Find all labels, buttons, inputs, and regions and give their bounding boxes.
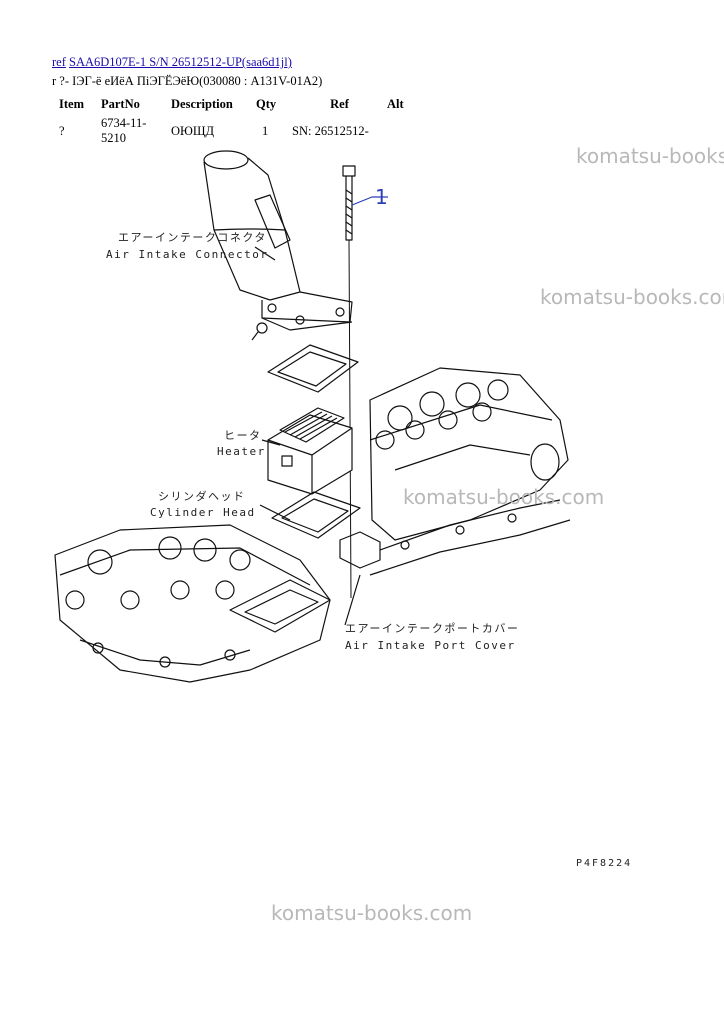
col-description: Description: [171, 96, 233, 111]
breadcrumb-ref-link[interactable]: ref: [52, 55, 66, 69]
cell-qty: 1: [262, 123, 269, 138]
col-ref: Ref: [330, 96, 349, 111]
callout-number: 1: [375, 185, 388, 209]
label-cover-en: Air Intake Port Cover: [345, 639, 516, 652]
col-qty: Qty: [256, 96, 277, 111]
cell-ref: SN: 26512512-: [292, 123, 369, 138]
parts-table: Item PartNo Description Qty Ref Alt ? 67…: [52, 93, 427, 147]
label-heater-en: Heater: [217, 445, 266, 458]
lower-gasket-part: [271, 491, 361, 539]
bolt-part: [342, 165, 356, 599]
col-alt: Alt: [387, 96, 404, 111]
watermark-4: komatsu-books.com: [271, 901, 473, 925]
cell-description: ОЮЩД: [171, 123, 215, 138]
label-cover-jp: エアーインテークポートカバー: [345, 622, 519, 635]
label-head-en: Cylinder Head: [150, 506, 256, 519]
cell-partno: 6734-11-5210: [101, 116, 147, 145]
watermark-2: komatsu-books.com: [540, 285, 724, 309]
right-cylinder-head-part: [369, 367, 569, 541]
cover-leader: [344, 574, 361, 626]
breadcrumb-model-link[interactable]: SAA6D107E-1 S/N 26512512-UP(saa6d1jl): [69, 55, 292, 69]
label-head-jp: シリンダヘッド: [158, 489, 246, 503]
drawing-code: P4F8224: [576, 858, 632, 869]
air-intake-port-cover-part: [339, 499, 571, 576]
heater-part: [267, 407, 353, 495]
table-row[interactable]: ? 6734-11-5210 ОЮЩД 1 SN: 26512512-: [52, 115, 427, 147]
heater-leader: [261, 439, 281, 446]
watermark-1: komatsu-books.com: [576, 144, 724, 168]
head-leader: [259, 504, 291, 521]
col-partno: PartNo: [101, 96, 140, 111]
cell-item: ?: [59, 123, 65, 138]
label-heater-jp: ヒータ: [224, 429, 262, 442]
breadcrumb: ref SAA6D107E-1 S/N 26512512-UP(saa6d1jl…: [52, 55, 292, 70]
page-subtitle: r ?- IЭГ-ё еИёА ПіЭГЁЭёЮ(030080 : A131V-…: [52, 74, 323, 88]
col-item: Item: [59, 96, 84, 111]
upper-gasket-part: [267, 344, 359, 393]
callout-leader-1: [351, 196, 388, 206]
label-connector-en: Air Intake Connector: [106, 248, 268, 261]
watermark-3: komatsu-books.com: [403, 485, 605, 509]
table-header-row: Item PartNo Description Qty Ref Alt: [52, 93, 427, 115]
label-connector-jp: エアーインテークコネクタ: [118, 231, 267, 244]
air-intake-connector-part: [203, 150, 353, 341]
left-cylinder-head-part: [54, 524, 331, 683]
connector-leader: [254, 246, 276, 261]
